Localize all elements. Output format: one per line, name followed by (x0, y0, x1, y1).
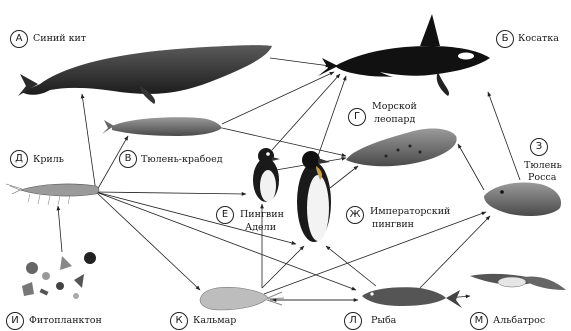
label-emperor-2: пингвин (372, 219, 414, 230)
label-adelie-2: Адели (245, 222, 276, 233)
label-krill: Криль (33, 154, 64, 165)
arrow-zh-to-g (330, 166, 358, 188)
food-web-arrows (58, 58, 520, 300)
arrow-i-to-d (58, 206, 62, 252)
arrow-z-to-g (458, 144, 484, 190)
leopard-seal-icon (346, 129, 457, 167)
krill-icon (6, 184, 99, 205)
badge-m: М (470, 312, 488, 330)
fish-icon (362, 287, 462, 308)
arrow-l-to-zh (326, 246, 376, 286)
label-crabeater-seal: Тюлень-крабоед (141, 154, 223, 165)
label-ross-seal-2: Росса (528, 172, 556, 183)
albatross-icon (470, 274, 566, 290)
badge-g: Г (348, 108, 366, 126)
badge-b: Б (496, 30, 514, 48)
label-leopard-seal-1: Морской (372, 101, 417, 112)
blue-whale-icon (18, 45, 272, 104)
label-fish: Рыба (371, 315, 396, 326)
label-emperor-1: Императорский (370, 206, 450, 217)
arrow-d-to-e (96, 192, 246, 194)
label-squid: Кальмар (193, 315, 236, 326)
badge-k: К (170, 312, 188, 330)
badge-zh: Ж (346, 206, 364, 224)
adelie-penguin-icon (253, 148, 280, 202)
arrow-a-to-b (270, 58, 330, 66)
arrow-v-to-b (222, 72, 334, 124)
label-ross-seal-1: Тюлень (524, 160, 562, 171)
badge-a: А (10, 30, 28, 48)
label-orca: Косатка (518, 33, 559, 44)
label-leopard-seal-2: леопард (374, 114, 415, 125)
badge-d: Д (10, 150, 28, 168)
badge-e: Е (216, 206, 234, 224)
arrow-d-to-a (82, 94, 96, 192)
label-phytoplankton: Фитопланктон (29, 315, 102, 326)
crabeater-seal-icon (102, 117, 222, 136)
arrow-d-to-k (96, 192, 200, 290)
badge-i: И (6, 312, 24, 330)
arrow-zh-to-b (318, 76, 346, 156)
arrow-v-to-g (222, 128, 346, 156)
label-blue-whale: Синий кит (33, 33, 86, 44)
ross-seal-icon (484, 183, 561, 217)
emperor-penguin-icon (297, 151, 331, 242)
orca-icon (318, 14, 490, 96)
badge-v: В (119, 150, 137, 168)
label-albatross: Альбатрос (493, 315, 545, 326)
phytoplankton-icon (22, 252, 96, 299)
arrow-z-to-b (488, 92, 520, 180)
label-adelie-1: Пингвин (240, 209, 284, 220)
squid-icon (200, 287, 284, 310)
badge-z: З (530, 138, 548, 156)
badge-l: Л (344, 312, 362, 330)
